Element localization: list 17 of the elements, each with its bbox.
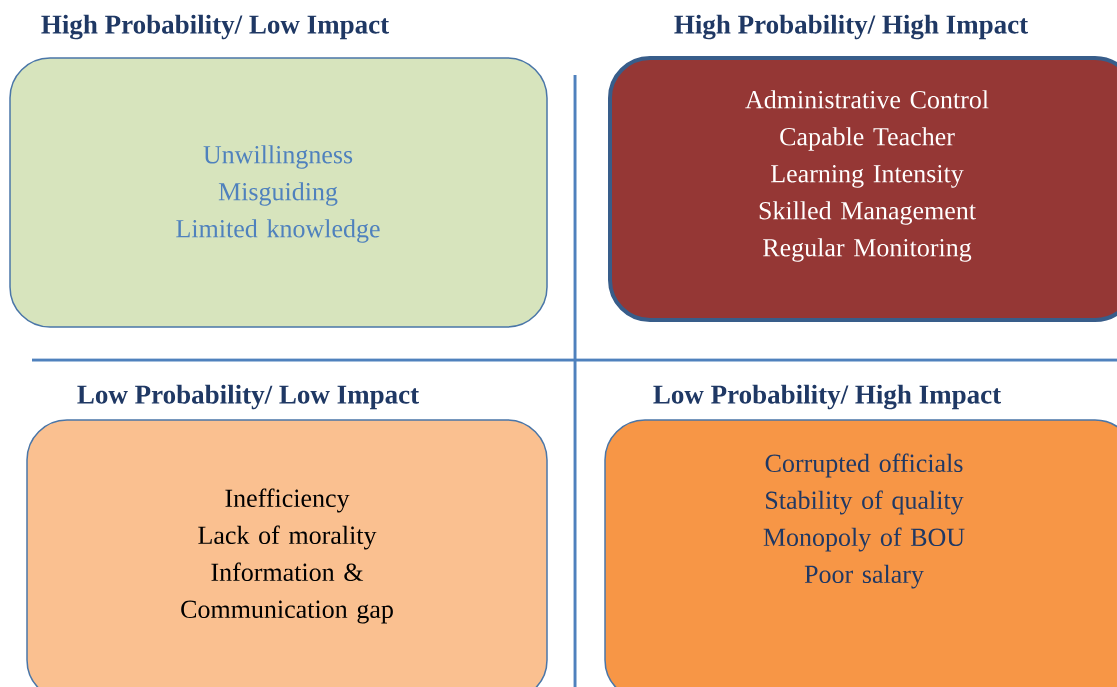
risk-box: Inefficiency Lack of morality Information & Communication gap	[26, 419, 548, 687]
quadrant-heading: Low Probability/ Low Impact	[77, 384, 419, 410]
quadrant-heading: Low Probability/ High Impact	[653, 384, 1001, 410]
node-label: Stability of quality	[766, 490, 964, 515]
quadrant-heading: High Probability/ High Impact	[674, 14, 1029, 40]
node-label: Regular Monitoring	[763, 238, 972, 262]
node-label: Monopoly of BOU	[763, 527, 965, 552]
node-label: Corrupted officials	[765, 453, 963, 478]
node-label: Poor salary	[804, 564, 924, 589]
node-label: Learning Intensity	[771, 164, 964, 188]
risk-box: Unwillingness Misguiding Limited knowledge	[9, 57, 548, 328]
node-label: Skilled Management	[759, 201, 976, 225]
node-label: Administrative Control	[745, 90, 989, 109]
node-label: Capable Teacher	[780, 127, 955, 151]
risk-box: Corrupted officials Stability of quality Monopoly of BOU Poor salary	[604, 419, 1117, 687]
quadrant-heading: High Probability/ Low Impact	[41, 14, 389, 40]
risk-box: Administrative Control Capable Teacher Learning Intensity Skilled Management Regular Monitoring	[608, 56, 1117, 322]
